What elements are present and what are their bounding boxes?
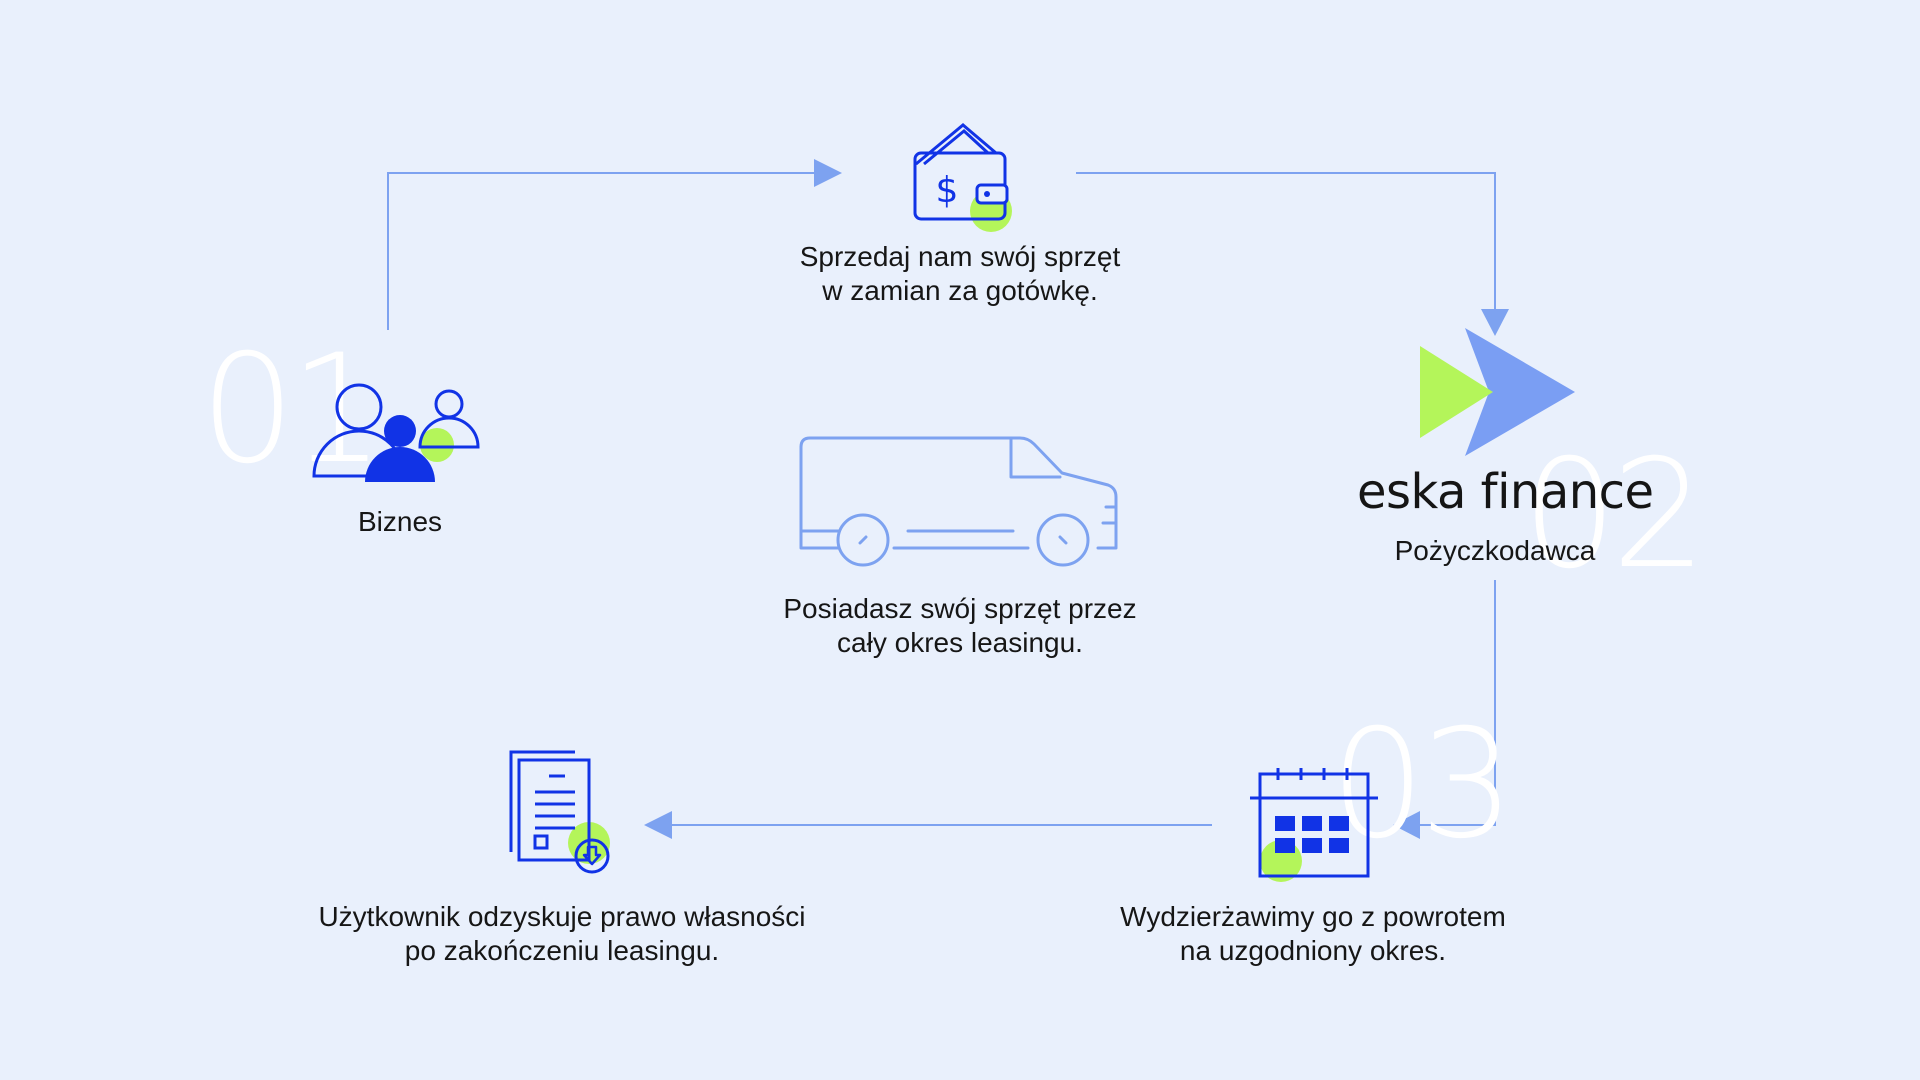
sell-caption-line2: w zamian za gotówkę. <box>822 275 1098 306</box>
calendar-icon <box>1250 768 1378 882</box>
step-number-3: 03 <box>1330 698 1515 872</box>
leaseback-caption-line2: na uzgodniony okres. <box>1179 935 1447 966</box>
own-caption: Posiadasz swój sprzęt przez cały okres l… <box>710 592 1210 660</box>
business-label: Biznes <box>357 506 443 537</box>
eska-finance-logo <box>1420 328 1575 456</box>
sell-caption-line1: Sprzedaj nam swój sprzęt <box>799 241 1121 272</box>
arrowhead-down <box>1481 309 1509 336</box>
step-number-1: 01 <box>200 323 385 497</box>
leaseback-caption: Wydzierżawimy go z powrotem na uzgodnion… <box>1063 900 1563 968</box>
own-caption-line1: Posiadasz swój sprzęt przez <box>783 593 1137 624</box>
arrow-lender-to-leaseback <box>1420 580 1496 826</box>
ownership-caption-line2: po zakończeniu leasingu. <box>404 935 720 966</box>
arrow-business-to-sell <box>387 172 820 330</box>
lender-label: Pożyczkodawca <box>1394 535 1596 566</box>
ownership-caption-line1: Użytkownik odzyskuje prawo własności <box>318 901 806 932</box>
van-icon <box>799 436 1118 567</box>
wallet-dollar-icon: $ <box>913 123 1012 232</box>
sell-caption: Sprzedaj nam swój sprzęt w zamian za got… <box>710 240 1210 308</box>
arrowhead-left-2 <box>644 811 672 839</box>
step-number-2: 02 <box>1522 428 1707 602</box>
svg-text:$: $ <box>936 170 959 211</box>
people-group-icon <box>312 383 480 482</box>
ownership-caption: Użytkownik odzyskuje prawo własności po … <box>262 900 862 968</box>
arrowhead-right <box>814 159 842 187</box>
brand-name: eska finance <box>1357 464 1654 520</box>
arrowhead-left-1 <box>1393 811 1420 839</box>
own-caption-line2: cały okres leasingu. <box>837 627 1083 658</box>
leaseback-caption-line1: Wydzierżawimy go z powrotem <box>1120 901 1506 932</box>
arrow-sell-to-lender <box>1076 172 1496 312</box>
document-download-icon <box>509 750 610 874</box>
